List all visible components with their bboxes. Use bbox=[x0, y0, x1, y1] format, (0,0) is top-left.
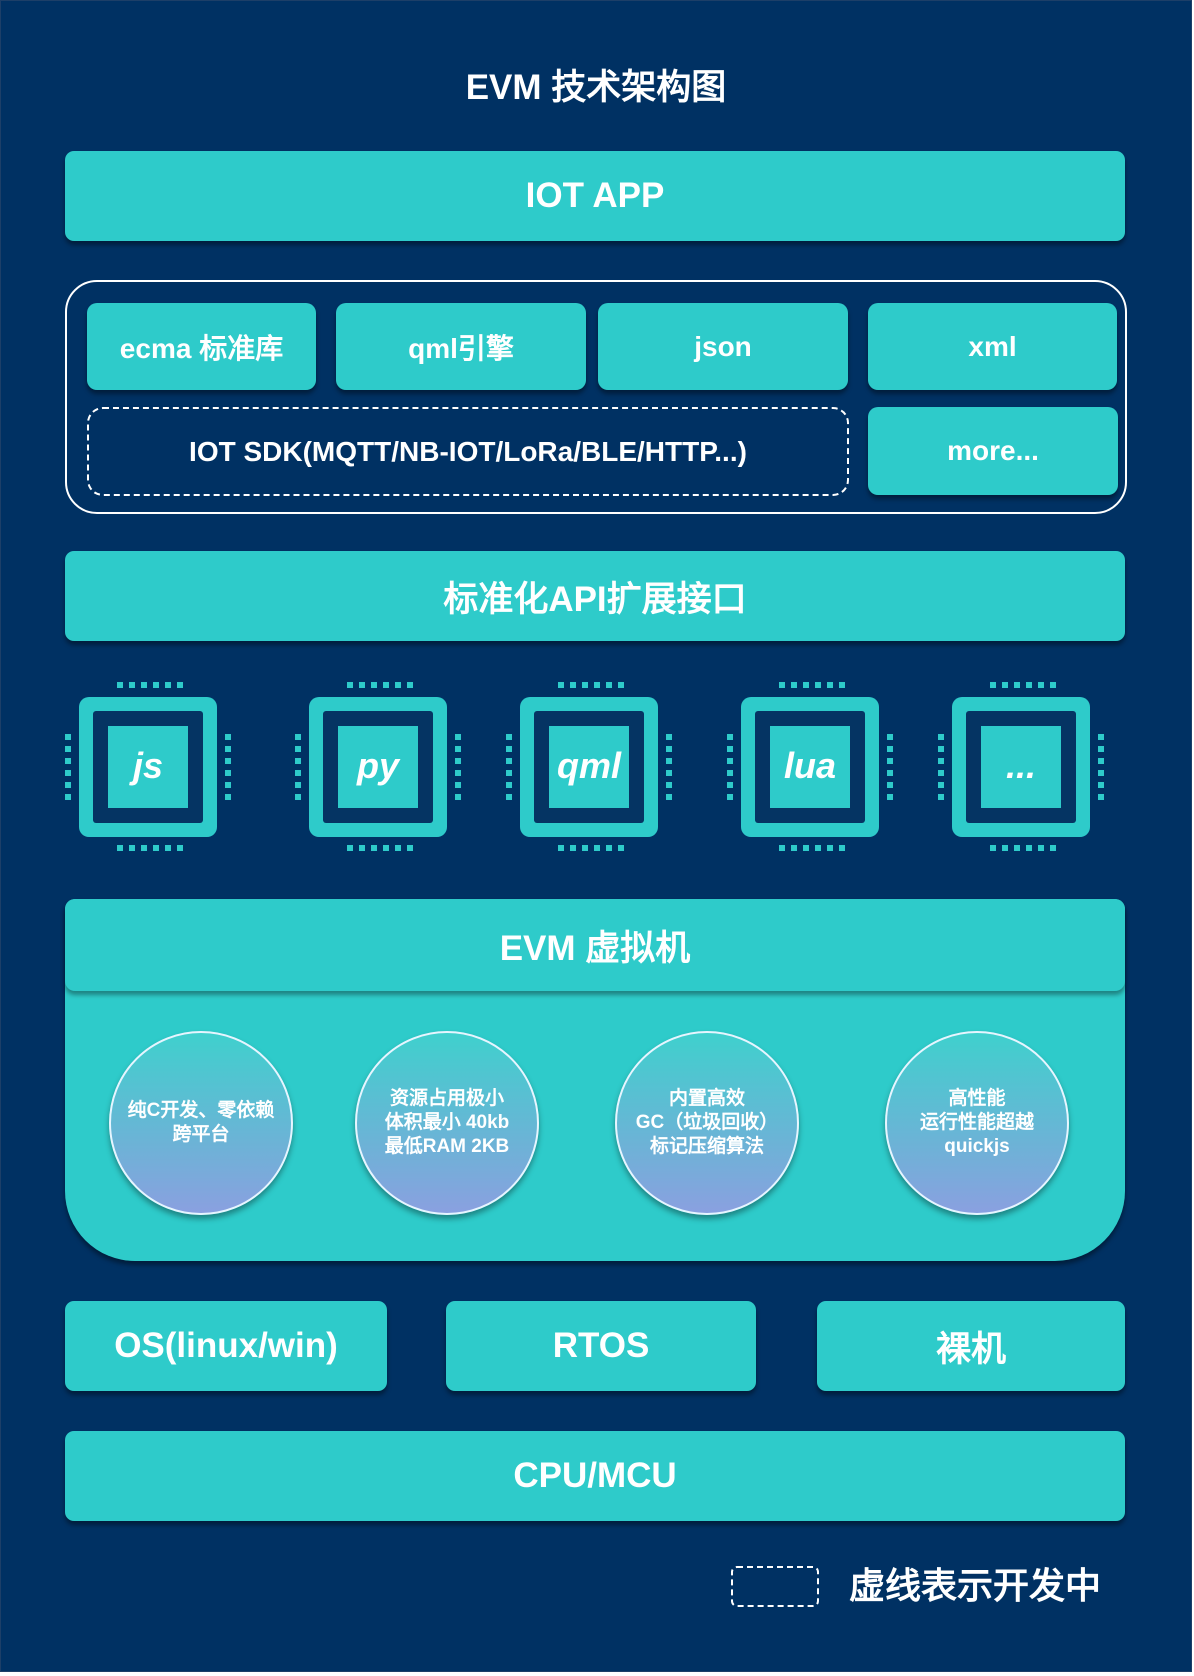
module-json: json bbox=[598, 303, 848, 390]
feature-line: 跨平台 bbox=[172, 1124, 230, 1145]
os-bare-metal: 裸机 bbox=[817, 1301, 1125, 1391]
feature-line: 资源占用极小 bbox=[389, 1088, 504, 1109]
feature-line: 内置高效 bbox=[668, 1088, 745, 1109]
module-xml: xml bbox=[868, 303, 1117, 390]
evm-vm-title-bar: EVM 虚拟机 bbox=[65, 899, 1125, 991]
feature-line: 体积最小 40kb bbox=[384, 1112, 510, 1133]
chip-more: ... bbox=[936, 679, 1106, 854]
chip-label-qml: qml bbox=[556, 745, 621, 786]
module-group-box bbox=[65, 280, 1127, 514]
chip-qml: qml bbox=[504, 679, 674, 854]
module-iot-sdk-in-development: IOT SDK(MQTT/NB-IOT/LoRa/BLE/HTTP...) bbox=[87, 407, 849, 496]
chip-label-py: py bbox=[356, 745, 399, 786]
feature-circle-performance: 高性能 运行性能超越 quickjs bbox=[885, 1031, 1069, 1215]
feature-circle-gc: 内置高效 GC（垃圾回收） 标记压缩算法 bbox=[615, 1031, 799, 1215]
evm-vm-title: EVM 虚拟机 bbox=[499, 928, 691, 968]
os-linux-win: OS(linux/win) bbox=[65, 1301, 387, 1391]
module-more: more... bbox=[868, 407, 1118, 495]
chip-label-more: ... bbox=[1005, 745, 1036, 786]
legend-dashed-swatch bbox=[731, 1566, 819, 1607]
feature-circle-small-footprint: 资源占用极小 体积最小 40kb 最低RAM 2KB bbox=[355, 1031, 539, 1215]
chip-label-lua: lua bbox=[783, 745, 836, 786]
feature-line: 最低RAM 2KB bbox=[384, 1136, 510, 1157]
feature-line: 高性能 bbox=[948, 1088, 1006, 1109]
feature-line: 纯C开发、零依赖 bbox=[127, 1100, 275, 1121]
feature-line: quickjs bbox=[944, 1136, 1010, 1157]
feature-line: GC（垃圾回收） bbox=[635, 1112, 779, 1133]
chip-label-js: js bbox=[132, 745, 164, 786]
legend-dashed-label: 虚线表示开发中 bbox=[849, 1565, 1102, 1606]
feature-line: 标记压缩算法 bbox=[649, 1136, 764, 1157]
os-rtos: RTOS bbox=[446, 1301, 756, 1391]
iot-app-layer: IOT APP bbox=[65, 151, 1125, 241]
chip-py: py bbox=[293, 679, 463, 854]
feature-circle-pure-c: 纯C开发、零依赖 跨平台 bbox=[109, 1031, 293, 1215]
chip-js: js bbox=[63, 679, 233, 854]
chip-lua: lua bbox=[725, 679, 895, 854]
diagram-title: EVM 技术架构图 bbox=[465, 68, 727, 107]
feature-line: 运行性能超越 bbox=[919, 1112, 1034, 1133]
module-qml-engine: qml引擎 bbox=[336, 303, 586, 390]
standard-api-layer: 标准化API扩展接口 bbox=[65, 551, 1125, 641]
module-ecma-stdlib: ecma 标准库 bbox=[87, 303, 316, 390]
cpu-mcu-layer: CPU/MCU bbox=[65, 1431, 1125, 1521]
